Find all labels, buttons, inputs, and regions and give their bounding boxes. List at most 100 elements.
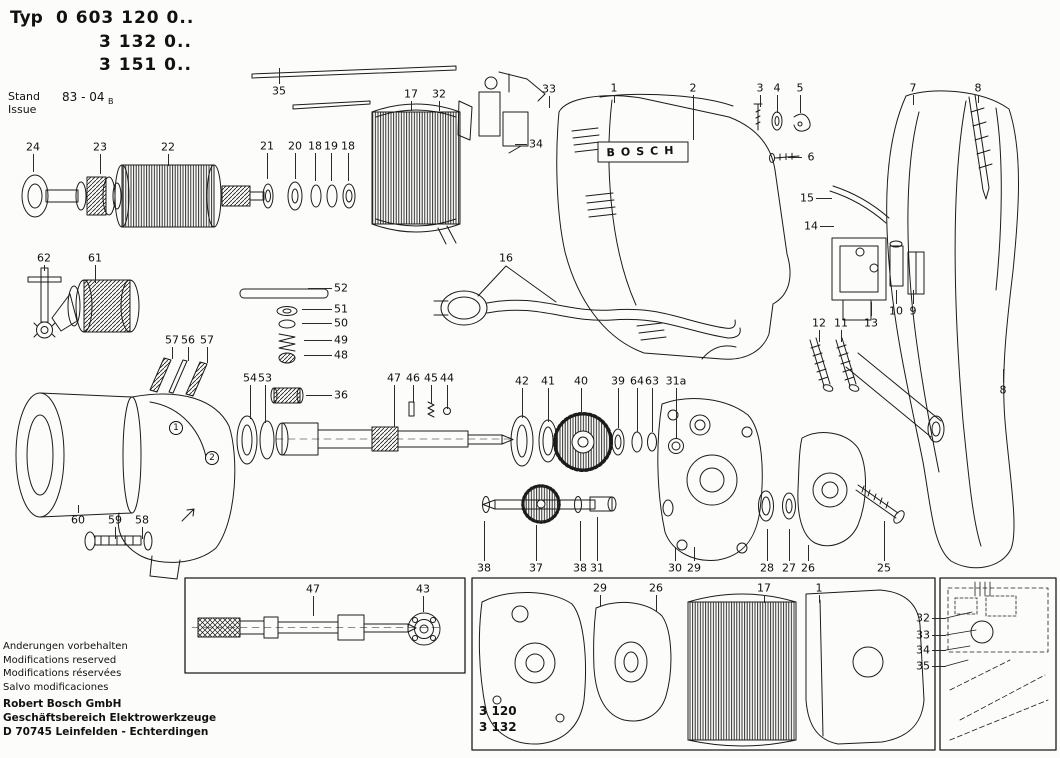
leader-line bbox=[302, 309, 332, 310]
leader-line bbox=[115, 527, 116, 539]
leader-line bbox=[304, 340, 332, 341]
stand-label: Stand bbox=[8, 90, 40, 103]
leader-line bbox=[597, 517, 598, 561]
part-callout-40: 40 bbox=[574, 374, 588, 388]
part-callout-29: 29 bbox=[593, 581, 607, 595]
suppressor-drawing bbox=[889, 240, 925, 295]
part-callout-29: 29 bbox=[687, 561, 701, 575]
leader-line bbox=[618, 388, 619, 428]
part-callout-8: 8 bbox=[974, 81, 982, 95]
leader-line bbox=[315, 153, 316, 181]
part-callout-2: 2 bbox=[205, 451, 219, 465]
leader-line bbox=[522, 388, 523, 418]
spacer-washers-drawing bbox=[262, 181, 356, 211]
part-callout-18: 18 bbox=[341, 139, 355, 153]
footer-note: Modifications réservées bbox=[3, 668, 122, 679]
leader-line bbox=[439, 101, 440, 111]
part-callout-41: 41 bbox=[541, 374, 555, 388]
leader-line bbox=[816, 198, 832, 199]
part-callout-23: 23 bbox=[93, 140, 107, 154]
part-callout-33: 33 bbox=[916, 628, 930, 642]
part-callout-13: 13 bbox=[864, 316, 878, 330]
leader-line bbox=[808, 545, 809, 561]
brand-logo-text: BOSCH bbox=[606, 143, 680, 160]
footer-company-name: Robert Bosch GmbH bbox=[3, 698, 122, 710]
trigger-switch-drawing bbox=[829, 185, 890, 321]
leader-line bbox=[536, 525, 537, 561]
type-number-3: 3 151 0.. bbox=[99, 55, 192, 75]
leader-line bbox=[581, 388, 582, 414]
leader-line bbox=[484, 521, 485, 561]
part-callout-47: 47 bbox=[306, 582, 320, 596]
inset-shaft-box-drawing bbox=[184, 577, 466, 674]
part-callout-34: 34 bbox=[529, 137, 543, 151]
type-number-2: 3 132 0.. bbox=[99, 32, 192, 52]
leader-line bbox=[411, 101, 412, 111]
part-callout-31a: 31a bbox=[665, 374, 687, 388]
leader-line bbox=[913, 290, 914, 304]
part-callout-37: 37 bbox=[529, 561, 543, 575]
part-callout-63: 63 bbox=[645, 374, 659, 388]
part-callout-45: 45 bbox=[424, 371, 438, 385]
part-callout-10: 10 bbox=[889, 304, 903, 318]
leader-line bbox=[819, 330, 820, 342]
part-callout-7: 7 bbox=[909, 81, 917, 95]
gear-train-drawing bbox=[510, 412, 684, 472]
leader-line bbox=[932, 618, 946, 619]
inset-variant-box-drawing bbox=[471, 577, 936, 751]
part-callout-17: 17 bbox=[757, 581, 771, 595]
inset-model-label-2: 3 132 bbox=[479, 720, 517, 734]
part-callout-33: 33 bbox=[542, 82, 556, 96]
inset-wiring-box-drawing bbox=[939, 577, 1057, 751]
part-callout-12: 12 bbox=[812, 316, 826, 330]
leader-line bbox=[676, 388, 677, 438]
leader-line bbox=[78, 505, 79, 513]
pinion-shaft-drawing bbox=[482, 484, 617, 524]
part-callout-36: 36 bbox=[334, 388, 348, 402]
power-cord-drawing bbox=[433, 265, 741, 339]
leader-line bbox=[313, 596, 314, 616]
armature-drawing bbox=[21, 164, 265, 228]
part-callout-3: 3 bbox=[756, 81, 764, 95]
part-callout-14: 14 bbox=[804, 219, 818, 233]
leader-line bbox=[764, 595, 765, 603]
leader-line bbox=[871, 302, 872, 316]
part-callout-46: 46 bbox=[406, 371, 420, 385]
leader-line bbox=[820, 226, 834, 227]
chuck-drawing bbox=[51, 279, 140, 333]
leader-line bbox=[515, 144, 527, 145]
spindle-drawing bbox=[236, 401, 517, 465]
part-callout-19: 19 bbox=[324, 139, 338, 153]
leader-line bbox=[168, 154, 169, 166]
part-callout-31: 31 bbox=[590, 561, 604, 575]
leader-line bbox=[1003, 369, 1004, 383]
leader-line bbox=[331, 153, 332, 181]
part-callout-51: 51 bbox=[334, 302, 348, 316]
type-number-1: 0 603 120 0.. bbox=[56, 8, 195, 28]
part-callout-56: 56 bbox=[181, 333, 195, 347]
part-callout-21: 21 bbox=[260, 139, 274, 153]
part-callout-35: 35 bbox=[272, 84, 286, 98]
part-callout-18: 18 bbox=[308, 139, 322, 153]
leader-line bbox=[800, 95, 801, 113]
part-callout-1: 1 bbox=[815, 581, 823, 595]
footer-note: Anderungen vorbehalten bbox=[3, 641, 128, 652]
leader-line bbox=[279, 68, 280, 84]
leader-line bbox=[788, 157, 802, 158]
leader-line bbox=[884, 521, 885, 561]
part-callout-35: 35 bbox=[916, 659, 930, 673]
part-callout-43: 43 bbox=[416, 582, 430, 596]
leader-line bbox=[207, 347, 208, 363]
footer-note: Modifications reserved bbox=[3, 654, 117, 666]
footer-company-address: D 70745 Leinfelden - Echterdingen bbox=[3, 726, 209, 738]
handle-grip-drawing bbox=[886, 90, 1019, 569]
part-callout-60: 60 bbox=[71, 513, 85, 527]
motor-housing-drawing bbox=[556, 93, 791, 360]
part-callout-15: 15 bbox=[800, 191, 814, 205]
part-callout-61: 61 bbox=[88, 251, 102, 265]
screws-drawing bbox=[809, 337, 860, 392]
leader-line bbox=[789, 529, 790, 561]
leader-line bbox=[819, 595, 820, 603]
